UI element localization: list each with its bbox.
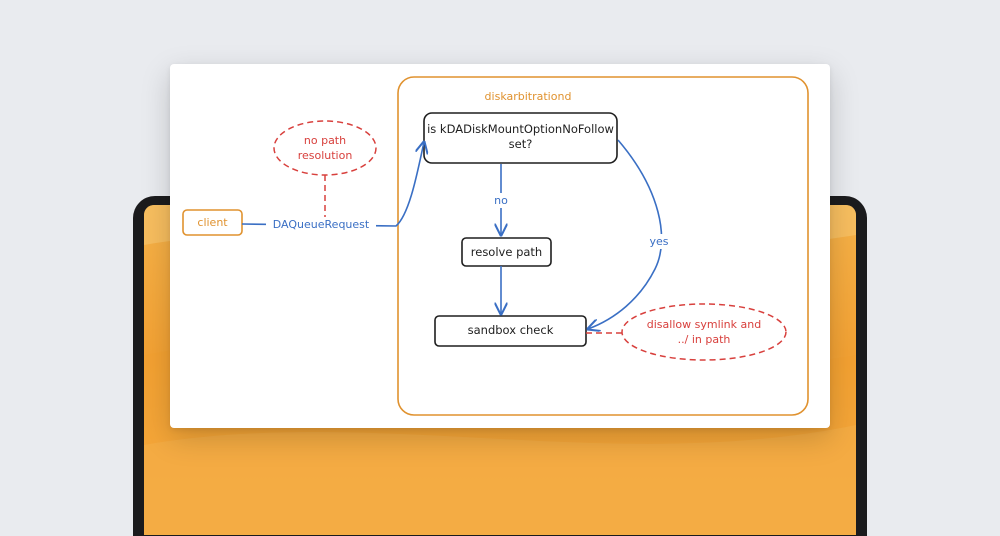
diagram-card: diskarbitrationd client DAQueueRequest i… [170,64,830,428]
yes-edge-label: yes [644,234,674,249]
flow-diagram [182,76,809,416]
client-box [182,209,243,236]
sandbox-check-label: sandbox check [467,323,554,337]
yes-arrow [588,139,663,329]
no-edge-label: no [489,193,513,208]
group-label: diskarbitrationd [484,90,572,103]
decision-label: is kDADiskMountOptionNoFollow set? [427,122,614,151]
request-arrow [241,142,424,227]
resolve-path-label: resolve path [470,245,543,259]
disallow-symlink-text: disallow symlink and ../ in path [646,318,762,346]
decision-box [423,112,618,164]
client-label: client [197,216,228,229]
disallow-symlink-note [621,303,787,361]
resolve-path-box [461,237,552,267]
no-path-resolution-text: no path resolution [297,134,353,162]
request-label: DAQueueRequest [266,217,376,232]
diskarbitrationd-group-box [397,76,809,416]
